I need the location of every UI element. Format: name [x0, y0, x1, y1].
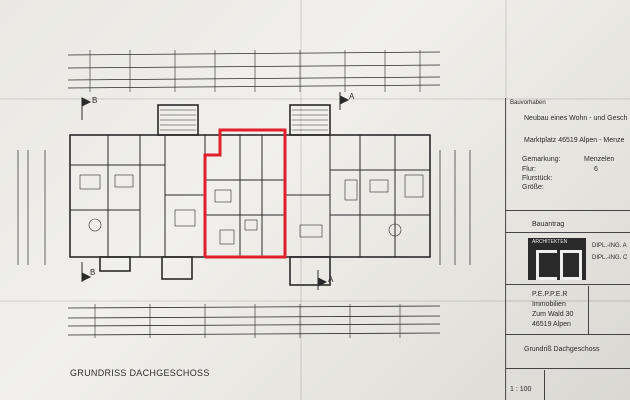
field-label: Größe:: [522, 184, 544, 191]
client-line: 46519 Alpen: [532, 321, 571, 328]
field-label: Gemarkung:: [522, 156, 561, 163]
top-dimension-lines: [67, 50, 441, 92]
side-dimension-lines: [17, 150, 471, 265]
section-label-b-top: B: [92, 96, 98, 105]
architect-logo: ARCHITEKTEN: [528, 238, 586, 280]
title-block-header: Bauvorhaben: [510, 100, 546, 106]
project-title: Neubau eines Wohn - und Gesch: [524, 115, 628, 122]
highlighted-unit-outline: [203, 128, 287, 259]
section-label-a-bottom: A: [328, 275, 334, 284]
field-label: Flur:: [522, 166, 536, 173]
scale-value: 1 : 100: [510, 386, 532, 393]
field-label: Flurstück:: [522, 175, 553, 182]
paper-fold: [0, 98, 630, 100]
bottom-dimension-lines: [67, 304, 441, 338]
furniture-symbols: [79, 174, 424, 245]
drawing-name: Grundriß Dachgeschoss: [524, 346, 600, 353]
bauantrag-label: Bauantrag: [532, 221, 565, 228]
client-line: Immobilien: [532, 301, 566, 308]
architect-line: DIPL.-ING. C: [592, 255, 628, 261]
drawing-title: GRUNDRISS DACHGESCHOSS: [70, 368, 210, 378]
field-value: Menzelen: [584, 156, 615, 163]
section-label-a-top: A: [349, 92, 355, 101]
architect-logo-text: ARCHITEKTEN: [532, 239, 568, 245]
project-address: Marktplatz 46519 Alpen - Menze: [524, 137, 625, 144]
architect-line: DIPL.-ING. A: [592, 243, 627, 249]
section-markers: [81, 92, 350, 290]
title-block: Bauvorhaben Neubau eines Wohn - und Gesc…: [505, 98, 630, 400]
stair-treads: [160, 109, 328, 131]
paper-fold: [300, 0, 302, 400]
field-value: 6: [594, 166, 598, 173]
paper-fold: [0, 300, 630, 302]
paper-fold: [505, 0, 507, 400]
interior-walls: [70, 135, 430, 257]
client-line: Zum Wald 30: [532, 311, 574, 318]
section-label-b-bottom: B: [90, 268, 96, 277]
client-line: P.E.P.P.E.R: [532, 291, 568, 298]
